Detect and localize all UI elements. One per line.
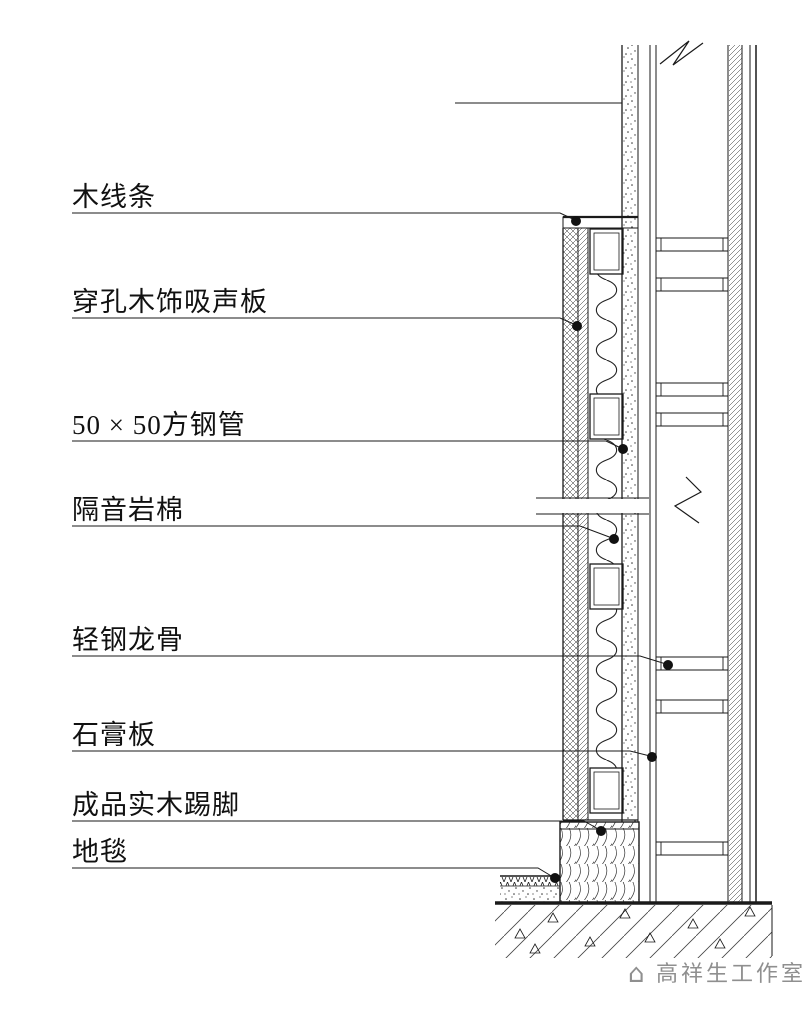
leader-lines: [72, 212, 673, 883]
leader-line: [72, 867, 554, 878]
label-solid-wood-skirting: 成品实木踢脚: [72, 790, 240, 820]
label-carpet: 地毯: [72, 837, 128, 867]
label-sound-insulation-rockwool: 隔音岩棉: [72, 495, 184, 525]
concrete-hatch: [495, 905, 772, 958]
label-perforated-wood-acoustic-panel: 穿孔木饰吸声板: [72, 287, 268, 317]
break-symbol-top: [659, 40, 704, 66]
break-symbol-middle: [673, 476, 702, 524]
square-steel-tube-section: [589, 563, 624, 610]
keel-channel: [655, 841, 729, 856]
leader-line: [72, 317, 577, 326]
label-square-steel-tube: 50 × 50方钢管: [72, 410, 246, 440]
keel-channel: [655, 656, 729, 671]
floor-slab: [495, 901, 773, 958]
acoustic-panel-assembly: [562, 215, 639, 821]
leader-dot: [663, 660, 673, 670]
leader-line: [72, 440, 622, 449]
leader-dot: [550, 873, 560, 883]
acoustic-panel-strip: [563, 228, 578, 820]
watermark: ⌂ 高祥生工作室: [628, 959, 806, 989]
rockwool-insulation: [590, 609, 623, 768]
square-steel-tube-section: [589, 767, 624, 814]
mortar-bed-hatch: [500, 886, 560, 903]
leader-line: [72, 750, 651, 757]
rockwool-insulation: [590, 274, 623, 394]
watermark-logo-icon: ⌂: [628, 959, 645, 989]
watermark-text: 高祥生工作室: [656, 961, 806, 986]
partition-wall: [621, 45, 757, 903]
label-light-steel-keel: 轻钢龙骨: [72, 625, 184, 655]
steel-keel-channels: [655, 237, 729, 856]
leader-dot: [618, 444, 628, 454]
keel-channel: [655, 382, 729, 397]
leader-dot: [572, 321, 582, 331]
label-gypsum-board: 石膏板: [72, 720, 156, 750]
gypsum-layer-hatch: [623, 45, 638, 903]
keel-channel: [655, 277, 729, 292]
callout-labels: 木线条 穿孔木饰吸声板 50 × 50方钢管 隔音岩棉 轻钢龙骨 石膏板 成品实…: [72, 182, 268, 867]
leader-dot: [647, 752, 657, 762]
leader-line: [72, 212, 576, 221]
leader-line: [72, 525, 613, 539]
keel-channel: [655, 237, 729, 252]
carpet-layer: [500, 875, 560, 903]
leader-dot: [609, 534, 619, 544]
keel-channel: [655, 412, 729, 427]
leader-dot: [571, 216, 581, 226]
leader-dot: [596, 826, 606, 836]
square-steel-tube-section: [589, 393, 624, 440]
backing-board-strip: [578, 228, 588, 820]
leader-line: [72, 820, 601, 831]
outer-board-hatch: [729, 45, 742, 903]
label-wood-trim: 木线条: [72, 182, 156, 212]
leader-line: [72, 655, 667, 665]
aggregate-symbols: [514, 906, 756, 954]
keel-channel: [655, 699, 729, 714]
panel-break: [536, 497, 649, 515]
square-steel-tube-section: [589, 228, 624, 275]
